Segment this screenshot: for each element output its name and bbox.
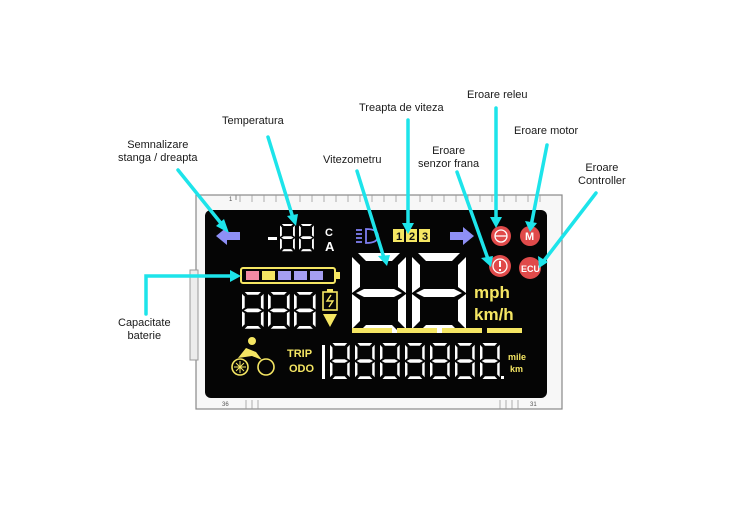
left-arrow-icon (216, 227, 240, 245)
gear-1: 1 (396, 231, 402, 243)
dist-unit-mile: mile (508, 352, 526, 362)
temperature-digits (268, 224, 314, 252)
gear-3: 3 (422, 231, 428, 243)
label-turn-signal-line1: Semnalizare (127, 139, 189, 151)
cyclist-icon (231, 337, 275, 376)
ecu-icon-text: ECU (521, 264, 540, 274)
callout-lines (144, 106, 598, 316)
temp-unit-a: A (325, 239, 335, 254)
label-battery: Capacitate baterie (118, 317, 171, 343)
lcd-panel (205, 210, 547, 398)
charging-icon (322, 289, 338, 327)
motor-error-icon: M (520, 226, 540, 246)
motor-icon-letter: M (525, 231, 534, 243)
label-turn-signal: Semnalizare stanga / dreapta (118, 139, 198, 165)
dist-unit-km: km (510, 364, 523, 374)
odo-label: ODO (289, 363, 315, 375)
snowflake-icon (234, 361, 246, 373)
gear-2: 2 (409, 231, 415, 243)
label-brake-line2: senzor frana (418, 158, 480, 170)
right-arrow-icon (450, 227, 474, 245)
ecu-error-icon: ECU (519, 257, 541, 279)
assist-level-bars (352, 328, 522, 333)
temp-unit-c: C (325, 227, 333, 239)
label-battery-line2: baterie (127, 330, 162, 342)
speed-unit-kmh: km/h (474, 305, 514, 324)
label-brake-sensor-error: Eroare senzor frana (418, 145, 479, 171)
label-speedometer: Vitezometru (323, 154, 382, 166)
label-gear: Treapta de viteza (359, 102, 444, 114)
label-turn-signal-line2: stanga / dreapta (118, 152, 198, 164)
label-brake-line1: Eroare (432, 145, 466, 157)
label-motor-error: Eroare motor (514, 125, 579, 137)
gear-indicator: 1 2 3 (393, 229, 430, 243)
label-controller-line2: Controller (578, 175, 626, 187)
label-controller-error: Eroare Controller (578, 162, 626, 188)
trip-label: TRIP (287, 348, 312, 360)
callout-arrowheads (216, 214, 548, 282)
brake-error-icon (489, 255, 511, 277)
odometer-digits (322, 343, 504, 379)
label-controller-line1: Eroare (585, 162, 619, 174)
label-relay-error: Eroare releu (467, 89, 528, 101)
label-temperature: Temperatura (222, 115, 284, 127)
pin-left-label: 36 (222, 402, 229, 408)
relay-error-icon (491, 226, 511, 246)
label-battery-line1: Capacitate (118, 317, 171, 329)
pin-right-label: 31 (530, 402, 537, 408)
battery-icon (240, 267, 340, 284)
pin-top-label: 1 (229, 197, 233, 203)
speed-unit-mph: mph (474, 283, 510, 302)
